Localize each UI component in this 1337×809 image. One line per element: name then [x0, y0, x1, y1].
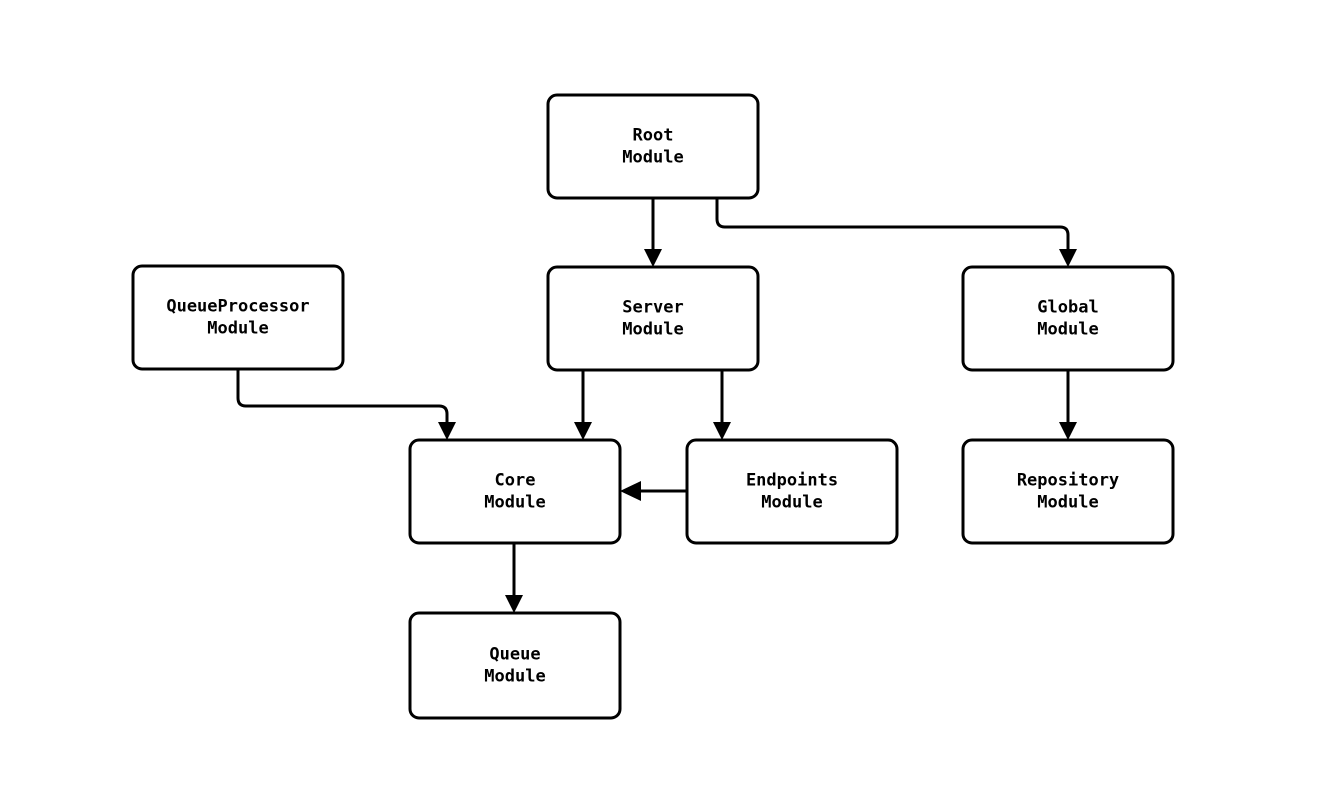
- arrowhead-icon: [438, 422, 456, 440]
- node-root-module[interactable]: Root Module: [546, 93, 760, 200]
- edge-root-to-server: [644, 198, 662, 267]
- edge-server-to-endpoints: [713, 370, 731, 440]
- arrowhead-icon: [644, 249, 662, 267]
- node-box[interactable]: [408, 438, 622, 545]
- node-box[interactable]: [961, 265, 1175, 372]
- arrowhead-icon: [574, 422, 592, 440]
- node-label-line2: Module: [622, 320, 683, 340]
- node-label-line1: QueueProcessor: [166, 297, 309, 317]
- node-queueprocessor-module[interactable]: QueueProcessor Module: [131, 264, 345, 371]
- edge-queueprocessor-to-core: [236, 369, 456, 440]
- node-label-line1: Global: [1037, 298, 1098, 318]
- edge-line: [715, 198, 1070, 252]
- edge-line: [236, 369, 449, 425]
- node-label-line1: Server: [622, 298, 683, 318]
- arrowhead-icon: [713, 422, 731, 440]
- node-box[interactable]: [961, 438, 1175, 545]
- node-label-line1: Repository: [1017, 471, 1119, 491]
- edge-layer: [236, 198, 1077, 613]
- arrowhead-icon: [1059, 249, 1077, 267]
- node-label-line1: Core: [495, 471, 536, 491]
- edge-server-to-core: [574, 370, 592, 440]
- arrowhead-icon: [1059, 422, 1077, 440]
- node-box[interactable]: [546, 265, 760, 372]
- node-label-line2: Module: [1037, 493, 1098, 513]
- node-box[interactable]: [131, 264, 345, 371]
- edge-endpoints-to-core: [620, 481, 687, 501]
- node-repository-module[interactable]: Repository Module: [961, 438, 1175, 545]
- node-label-line2: Module: [1037, 320, 1098, 340]
- node-label-line1: Queue: [489, 645, 540, 665]
- edge-global-to-repository: [1059, 370, 1077, 440]
- arrowhead-icon: [620, 481, 641, 501]
- node-label-line2: Module: [761, 493, 822, 513]
- node-label-line1: Endpoints: [746, 471, 838, 491]
- node-core-module[interactable]: Core Module: [408, 438, 622, 545]
- node-label-line1: Root: [633, 126, 674, 146]
- node-server-module[interactable]: Server Module: [546, 265, 760, 372]
- edge-root-to-global: [715, 198, 1077, 267]
- node-label-line2: Module: [484, 667, 545, 687]
- node-box[interactable]: [408, 611, 622, 720]
- node-box[interactable]: [685, 438, 899, 545]
- node-label-line2: Module: [207, 319, 268, 339]
- node-global-module[interactable]: Global Module: [961, 265, 1175, 372]
- arrowhead-icon: [505, 595, 523, 613]
- node-label-line2: Module: [622, 148, 683, 168]
- node-endpoints-module[interactable]: Endpoints Module: [685, 438, 899, 545]
- node-box[interactable]: [546, 93, 760, 200]
- edge-core-to-queue: [505, 543, 523, 613]
- node-queue-module[interactable]: Queue Module: [408, 611, 622, 720]
- node-label-line2: Module: [484, 493, 545, 513]
- node-layer: Root Module QueueProcessor Module Server…: [131, 93, 1175, 720]
